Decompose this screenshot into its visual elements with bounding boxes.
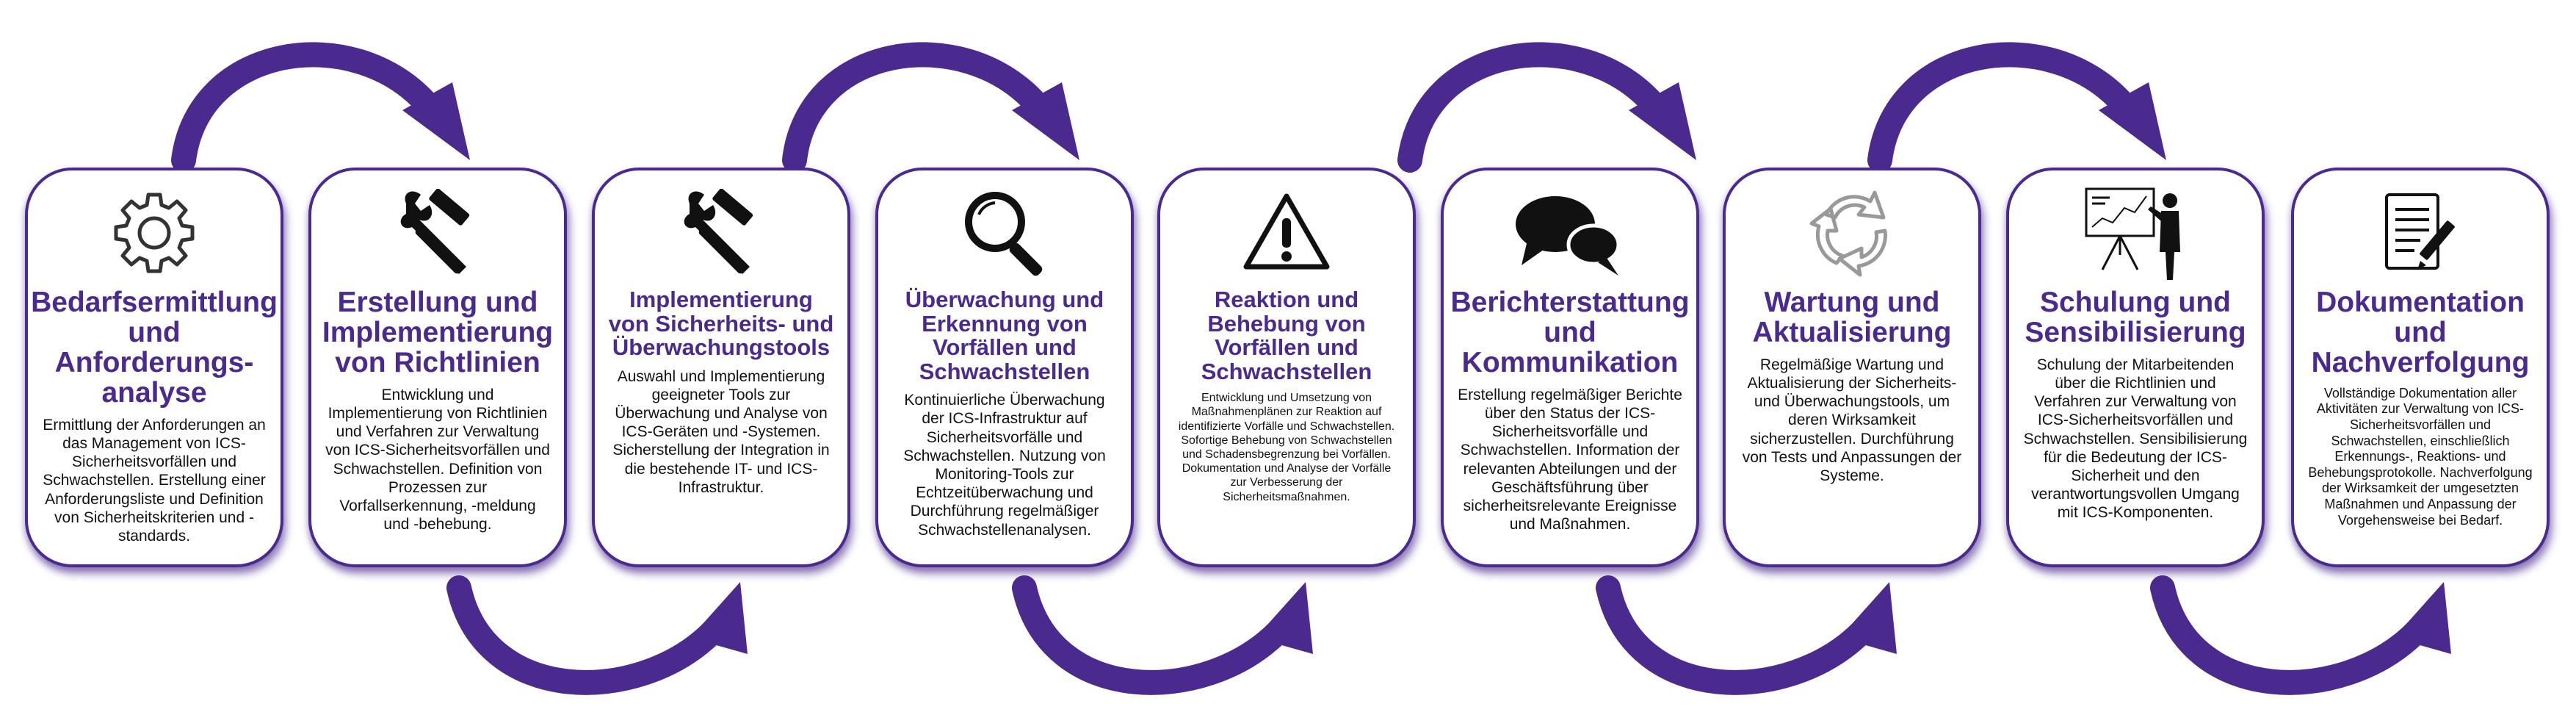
step-description: Entwicklung und Implementierung von Rich… (325, 386, 550, 533)
step-description: Vollständige Dokumentation aller Aktivit… (2308, 385, 2533, 528)
arrow-bottom-3 (1596, 575, 1897, 695)
step-description: Schulung der Mitarbeitenden über die Ric… (2023, 356, 2248, 522)
step-card-7: Wartung und Aktualisierung Regelmäßige W… (1723, 168, 1981, 567)
refresh-cycle-icon (1739, 178, 1965, 288)
step-title: Implementierung von Sicherheits- und Übe… (608, 287, 834, 361)
step-card-1: Bedarfsermittlung und Anforderungs-analy… (25, 168, 283, 567)
step-card-4: Überwachung und Erkennung von Vorfällen … (875, 168, 1134, 567)
tools-icon (608, 178, 834, 288)
tools-icon (325, 178, 551, 288)
step-title: Bedarfsermittlung und Anforderungs-analy… (31, 287, 278, 409)
arrow-top-2 (782, 42, 1079, 173)
step-description: Entwicklung und Umsetzung von Maßnahmenp… (1178, 392, 1395, 503)
step-title: Reaktion und Behebung von Vorfällen und … (1201, 287, 1372, 384)
arrow-top-1 (171, 42, 470, 173)
step-description: Erstellung regelmäßiger Berichte über de… (1458, 386, 1682, 533)
step-title: Wartung und Aktualisierung (1752, 287, 1952, 348)
step-card-3: Implementierung von Sicherheits- und Übe… (592, 168, 850, 567)
arrow-top-4 (1867, 42, 2166, 173)
step-title: Dokumentation und Nachverfolgung (2311, 287, 2530, 378)
step-title: Überwachung und Erkennung von Vorfällen … (905, 287, 1104, 384)
step-title: Berichterstattung und Kommunikation (1450, 287, 1690, 378)
step-card-5: Reaktion und Behebung von Vorfällen und … (1157, 168, 1416, 567)
warning-icon (1173, 178, 1400, 288)
step-card-2: Erstellung und Implementierung von Richt… (308, 168, 567, 567)
step-card-8: Schulung und Sensibilisierung Schulung d… (2006, 168, 2265, 567)
arrow-bottom-1 (446, 575, 748, 695)
magnifier-icon (891, 178, 1118, 288)
presentation-icon (2022, 178, 2248, 288)
step-description: Regelmäßige Wartung und Aktualisierung d… (1742, 356, 1962, 484)
step-card-9: Dokumentation und Nachverfolgung Vollstä… (2291, 168, 2550, 567)
gear-icon (41, 178, 267, 288)
step-description: Ermittlung der Anforderungen an das Mana… (43, 416, 266, 544)
arrow-bottom-2 (1012, 575, 1313, 695)
step-title: Schulung und Sensibilisierung (2025, 287, 2246, 348)
step-description: Kontinuierliche Überwachung der ICS-Infr… (903, 392, 1106, 539)
document-pen-icon (2307, 178, 2533, 288)
step-title: Erstellung und Implementierung von Richt… (322, 287, 554, 378)
chat-bubbles-icon (1457, 178, 1683, 288)
arrow-top-3 (1397, 42, 1696, 173)
arrow-bottom-4 (2150, 575, 2451, 695)
step-description: Auswahl und Implementierung geeigneter T… (612, 367, 830, 496)
step-card-6: Berichterstattung und Kommunikation Erst… (1441, 168, 1699, 567)
